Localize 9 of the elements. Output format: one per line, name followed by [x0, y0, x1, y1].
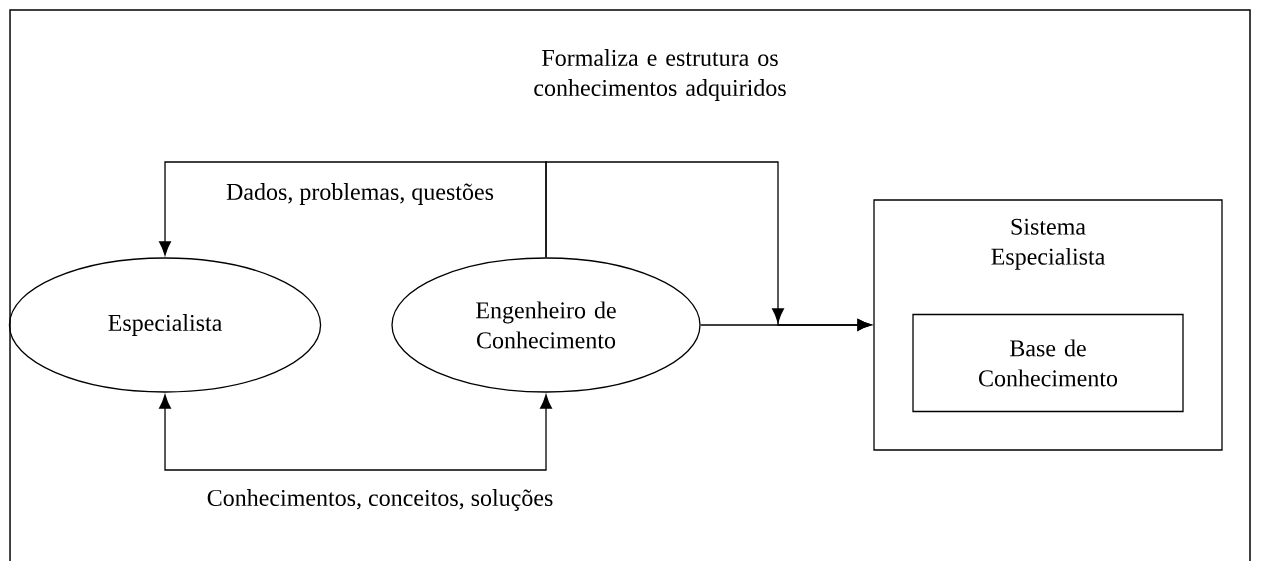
ellipse-node: Especialista: [8, 257, 322, 393]
arrow: [159, 161, 547, 258]
caption-text: Formaliza e estrutura os conhecimentos adquiridos: [534, 49, 786, 101]
ellipse-node: Engenheiro de Conhecimento: [391, 257, 701, 393]
edge-label: Conhecimentos, conceitos, soluções: [205, 488, 555, 512]
arrow: [700, 319, 872, 331]
inner-box: Base de Conhecimento: [912, 313, 1184, 413]
arrow: [159, 394, 552, 471]
edge-label: Dados, problemas, questões: [225, 182, 495, 206]
